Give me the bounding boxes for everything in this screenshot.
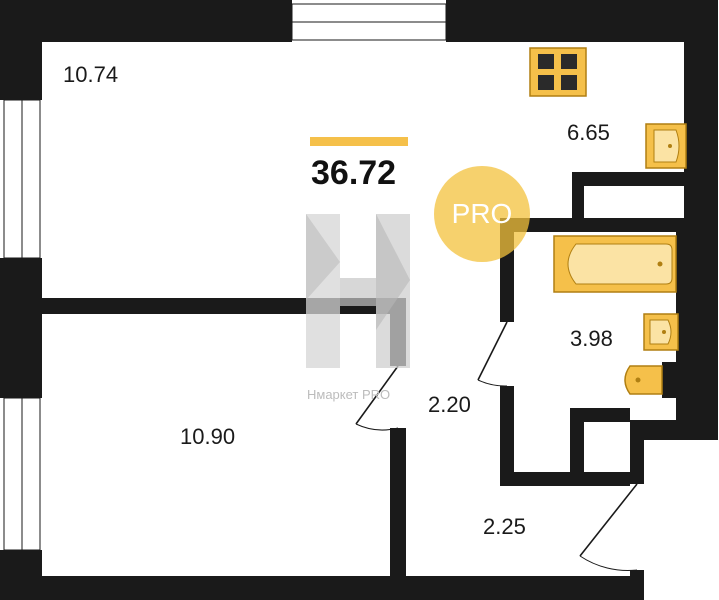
room-area-bathroom: 3.98 bbox=[570, 326, 613, 351]
wall-top-right bbox=[446, 0, 690, 42]
wall-bath-top bbox=[500, 218, 688, 232]
room-area-living: 10.74 bbox=[63, 62, 119, 87]
wall-right-bottom bbox=[630, 420, 644, 484]
wall-left-top bbox=[0, 0, 42, 100]
fixtures bbox=[529, 47, 687, 398]
pro-badge: PRO bbox=[434, 166, 530, 262]
sink-icon bbox=[645, 123, 687, 169]
bathtub-icon bbox=[553, 235, 677, 293]
wall-kitchen-shelf-post bbox=[572, 172, 584, 220]
wall-right-step bbox=[630, 420, 718, 440]
wall-kitchen-shelf bbox=[572, 172, 688, 186]
door-bedroom bbox=[355, 365, 399, 431]
toilet-icon bbox=[624, 362, 676, 398]
washbasin-icon bbox=[643, 313, 679, 351]
stove-icon bbox=[529, 47, 587, 97]
wall-right-lower bbox=[676, 232, 718, 440]
wall-bath-niche-top bbox=[570, 408, 630, 422]
room-area-hall: 2.25 bbox=[483, 514, 526, 539]
wall-top-left bbox=[0, 0, 292, 42]
watermark-text: Нмаркет PRO bbox=[307, 387, 391, 402]
doors bbox=[355, 321, 638, 571]
wall-right-upper bbox=[684, 0, 718, 240]
door-bathroom bbox=[477, 321, 508, 387]
wall-bath-niche-right bbox=[570, 408, 584, 486]
wall-bath-bottom bbox=[500, 472, 630, 486]
wall-bath-left-lower bbox=[500, 386, 514, 486]
watermark-logo bbox=[306, 214, 410, 368]
room-area-bedroom: 10.90 bbox=[180, 424, 236, 449]
total-accent-bar bbox=[310, 137, 408, 146]
wall-bottom bbox=[0, 576, 644, 600]
pro-badge-label: PRO bbox=[451, 198, 513, 229]
total-area: 36.72 bbox=[311, 154, 397, 192]
room-area-kitchen: 6.65 bbox=[567, 120, 610, 145]
wall-partition-vertical-lower bbox=[390, 428, 406, 578]
door-entrance bbox=[579, 483, 638, 571]
wall-left-mid bbox=[0, 258, 42, 398]
windows bbox=[3, 3, 447, 551]
room-area-corridor: 2.20 bbox=[428, 392, 471, 417]
